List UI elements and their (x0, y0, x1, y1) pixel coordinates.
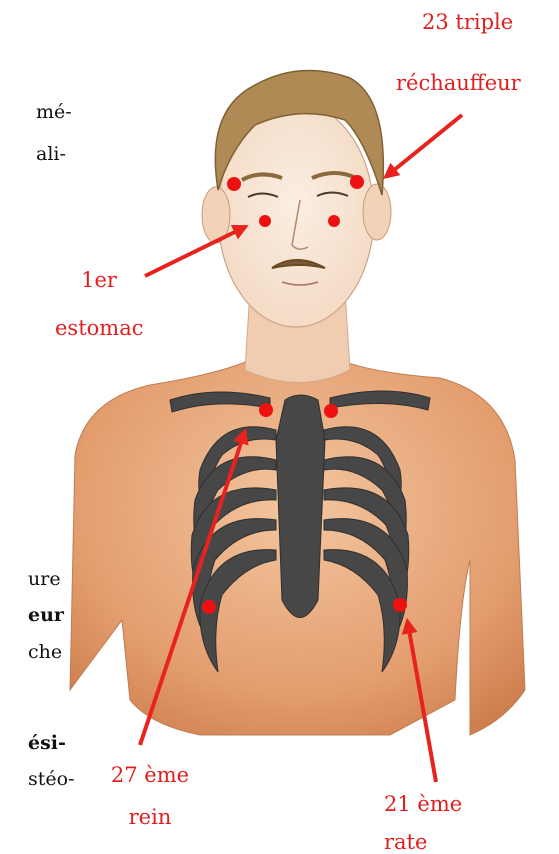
label-1er: 1er (55, 270, 143, 291)
point-left-brow (227, 177, 241, 191)
right-ear (363, 184, 391, 240)
point-right-lower-rib (393, 598, 407, 612)
label-rechauffeur: réchauffeur (396, 73, 521, 94)
point-left-chest (259, 403, 273, 417)
point-left-cheek (259, 215, 271, 227)
point-right-cheek (328, 215, 340, 227)
label-rein: rein (90, 807, 210, 828)
label-21-eme: 21 ème (384, 794, 462, 815)
label-rate: rate (384, 832, 427, 853)
label-23-triple: 23 triple (422, 12, 513, 33)
label-estomac: estomac (55, 318, 143, 339)
arrow-triple-rechauffeur (388, 115, 462, 175)
label-27-eme: 27 ème (90, 765, 210, 786)
point-left-lower-rib (202, 600, 216, 614)
point-right-chest (324, 404, 338, 418)
point-right-brow (350, 175, 364, 189)
